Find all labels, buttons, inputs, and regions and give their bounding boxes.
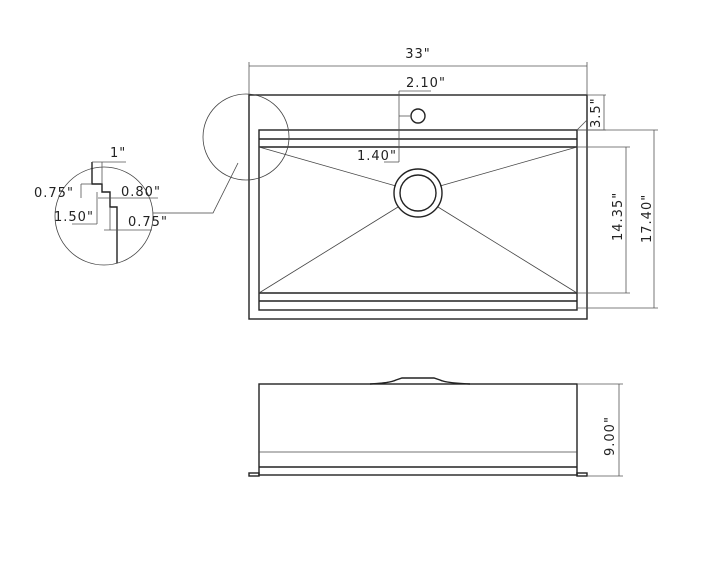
side-body — [258, 383, 578, 476]
dim-depth: 9.00" — [603, 416, 618, 456]
faucet-hole — [410, 108, 426, 124]
drain-outer — [393, 168, 443, 218]
slope-line — [437, 206, 578, 294]
detail-leader — [153, 162, 239, 214]
detail-callout-circle — [202, 93, 290, 181]
dim-step-b: 0.80" — [121, 185, 161, 200]
flange-left — [248, 472, 260, 477]
dim-step-width: 1" — [110, 146, 126, 161]
slope-line — [258, 206, 399, 294]
dim-bowl-length: 14.35" — [611, 192, 626, 241]
dim-faucet-depth: 1.40" — [357, 149, 397, 164]
dim-step-a: 0.75" — [34, 186, 74, 201]
top-view: 33" 2.10" 1.40" 3.5" 17.40" 14.35" — [153, 47, 658, 320]
dim-faucet-offset: 2.10" — [406, 76, 446, 91]
drain-bump — [369, 377, 471, 385]
flange-right — [576, 472, 588, 477]
step-profile — [91, 162, 118, 263]
dim-step-c: 0.75" — [128, 215, 168, 230]
side-view: 9.00" — [248, 377, 623, 477]
slope-line — [258, 146, 397, 187]
dim-overall-length: 17.40" — [640, 194, 655, 243]
dim-overall-width: 33" — [405, 47, 431, 62]
bowl-outline — [258, 129, 578, 311]
detail-view: 1" 0.75" 0.80" 1.50" 0.75" — [34, 146, 168, 266]
sink-outline — [248, 94, 588, 320]
slope-line — [439, 146, 578, 187]
drain-inner — [399, 174, 437, 212]
dim-deck-depth: 3.5" — [589, 97, 604, 128]
detail-circle — [54, 166, 154, 266]
dim-step-depth: 1.50" — [54, 210, 94, 225]
